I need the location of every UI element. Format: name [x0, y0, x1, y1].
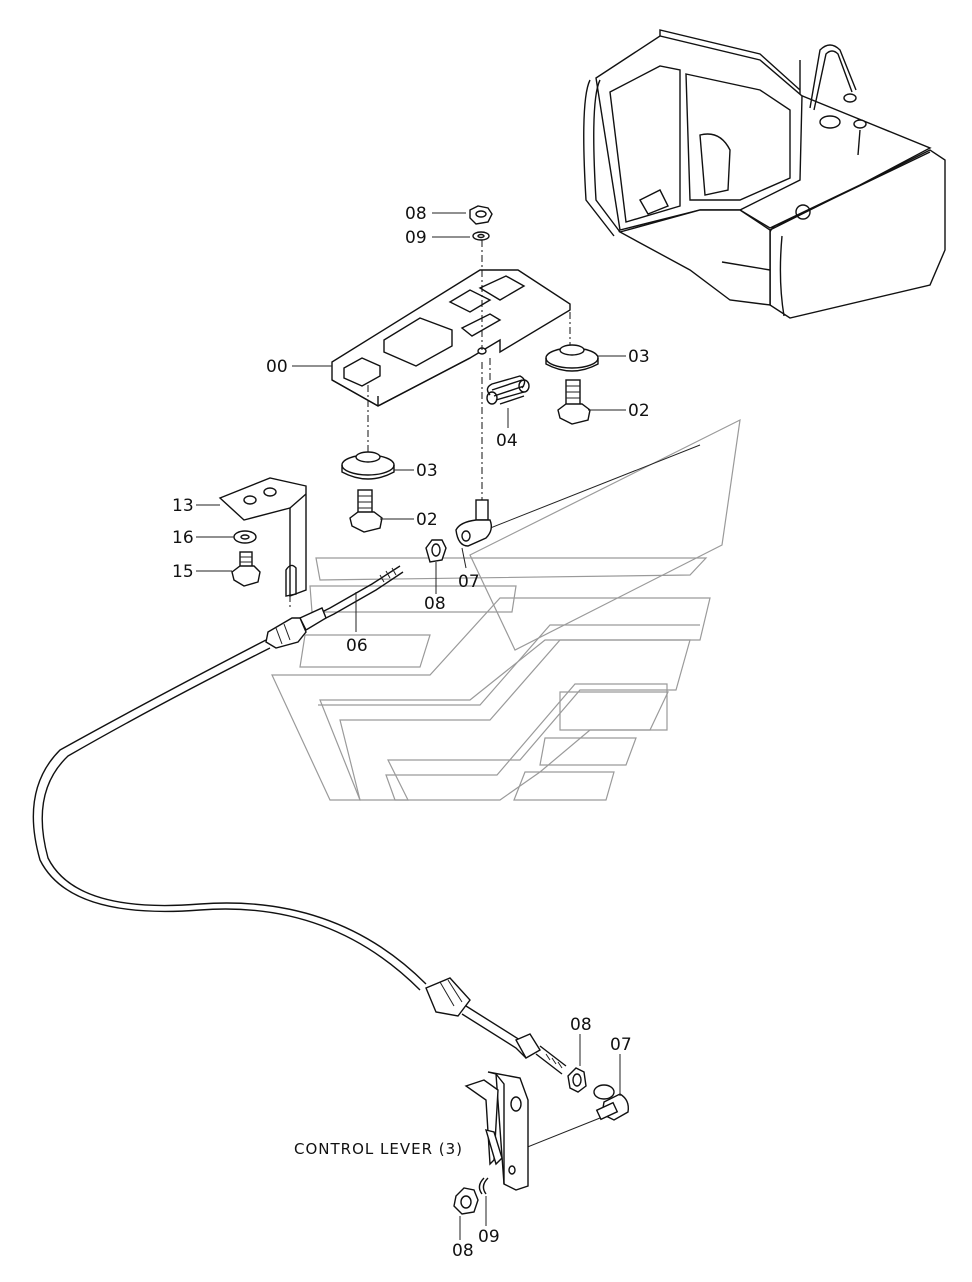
nut-08-top [469, 205, 493, 225]
callout-03-left: 03 [416, 461, 438, 481]
washer-09-top [472, 231, 490, 241]
rubber-mount-03-right [545, 344, 599, 372]
callout-03-right: 03 [628, 347, 650, 367]
control-lever [464, 1071, 529, 1191]
callout-16: 16 [172, 528, 194, 548]
callout-08-mid: 08 [424, 594, 446, 614]
callout-09-top: 09 [405, 228, 427, 248]
callout-04: 04 [496, 431, 518, 451]
callout-08-bottom: 08 [452, 1241, 474, 1261]
bolt-02-right [557, 379, 591, 425]
ball-joint-07-top [455, 499, 493, 547]
bracket-plate [331, 269, 571, 407]
excavator-illustration [583, 29, 946, 319]
callout-labels: 08 09 00 03 02 04 03 02 13 16 15 07 08 0… [172, 204, 650, 1261]
ball-joint-07-lower [593, 1084, 630, 1121]
control-cable-06 [32, 565, 567, 1075]
rubber-mount-03-left [341, 451, 395, 480]
nut-08-mid [425, 539, 447, 563]
bolt-15 [231, 551, 261, 587]
washer-16 [233, 530, 257, 544]
callout-06: 06 [346, 636, 368, 656]
callout-15: 15 [172, 562, 194, 582]
callout-09-bottom: 09 [478, 1227, 500, 1247]
callout-13: 13 [172, 496, 194, 516]
l-bracket-13 [218, 477, 307, 598]
washer-09-lower [478, 1177, 489, 1195]
nut-08-bottom [453, 1187, 479, 1215]
callout-08-lower: 08 [570, 1015, 592, 1035]
callout-00: 00 [266, 357, 288, 377]
spring-04 [486, 375, 530, 405]
callout-07-top: 07 [458, 572, 480, 592]
leader-lines [196, 212, 626, 1240]
callout-07-lower: 07 [610, 1035, 632, 1055]
callout-08-top: 08 [405, 204, 427, 224]
control-lever-caption: CONTROL LEVER (3) [294, 1140, 463, 1158]
bolt-02-left [349, 489, 383, 533]
callout-02-right: 02 [628, 401, 650, 421]
watermark-logo [271, 418, 741, 801]
callout-02-left: 02 [416, 510, 438, 530]
nut-08-lower [567, 1067, 587, 1093]
